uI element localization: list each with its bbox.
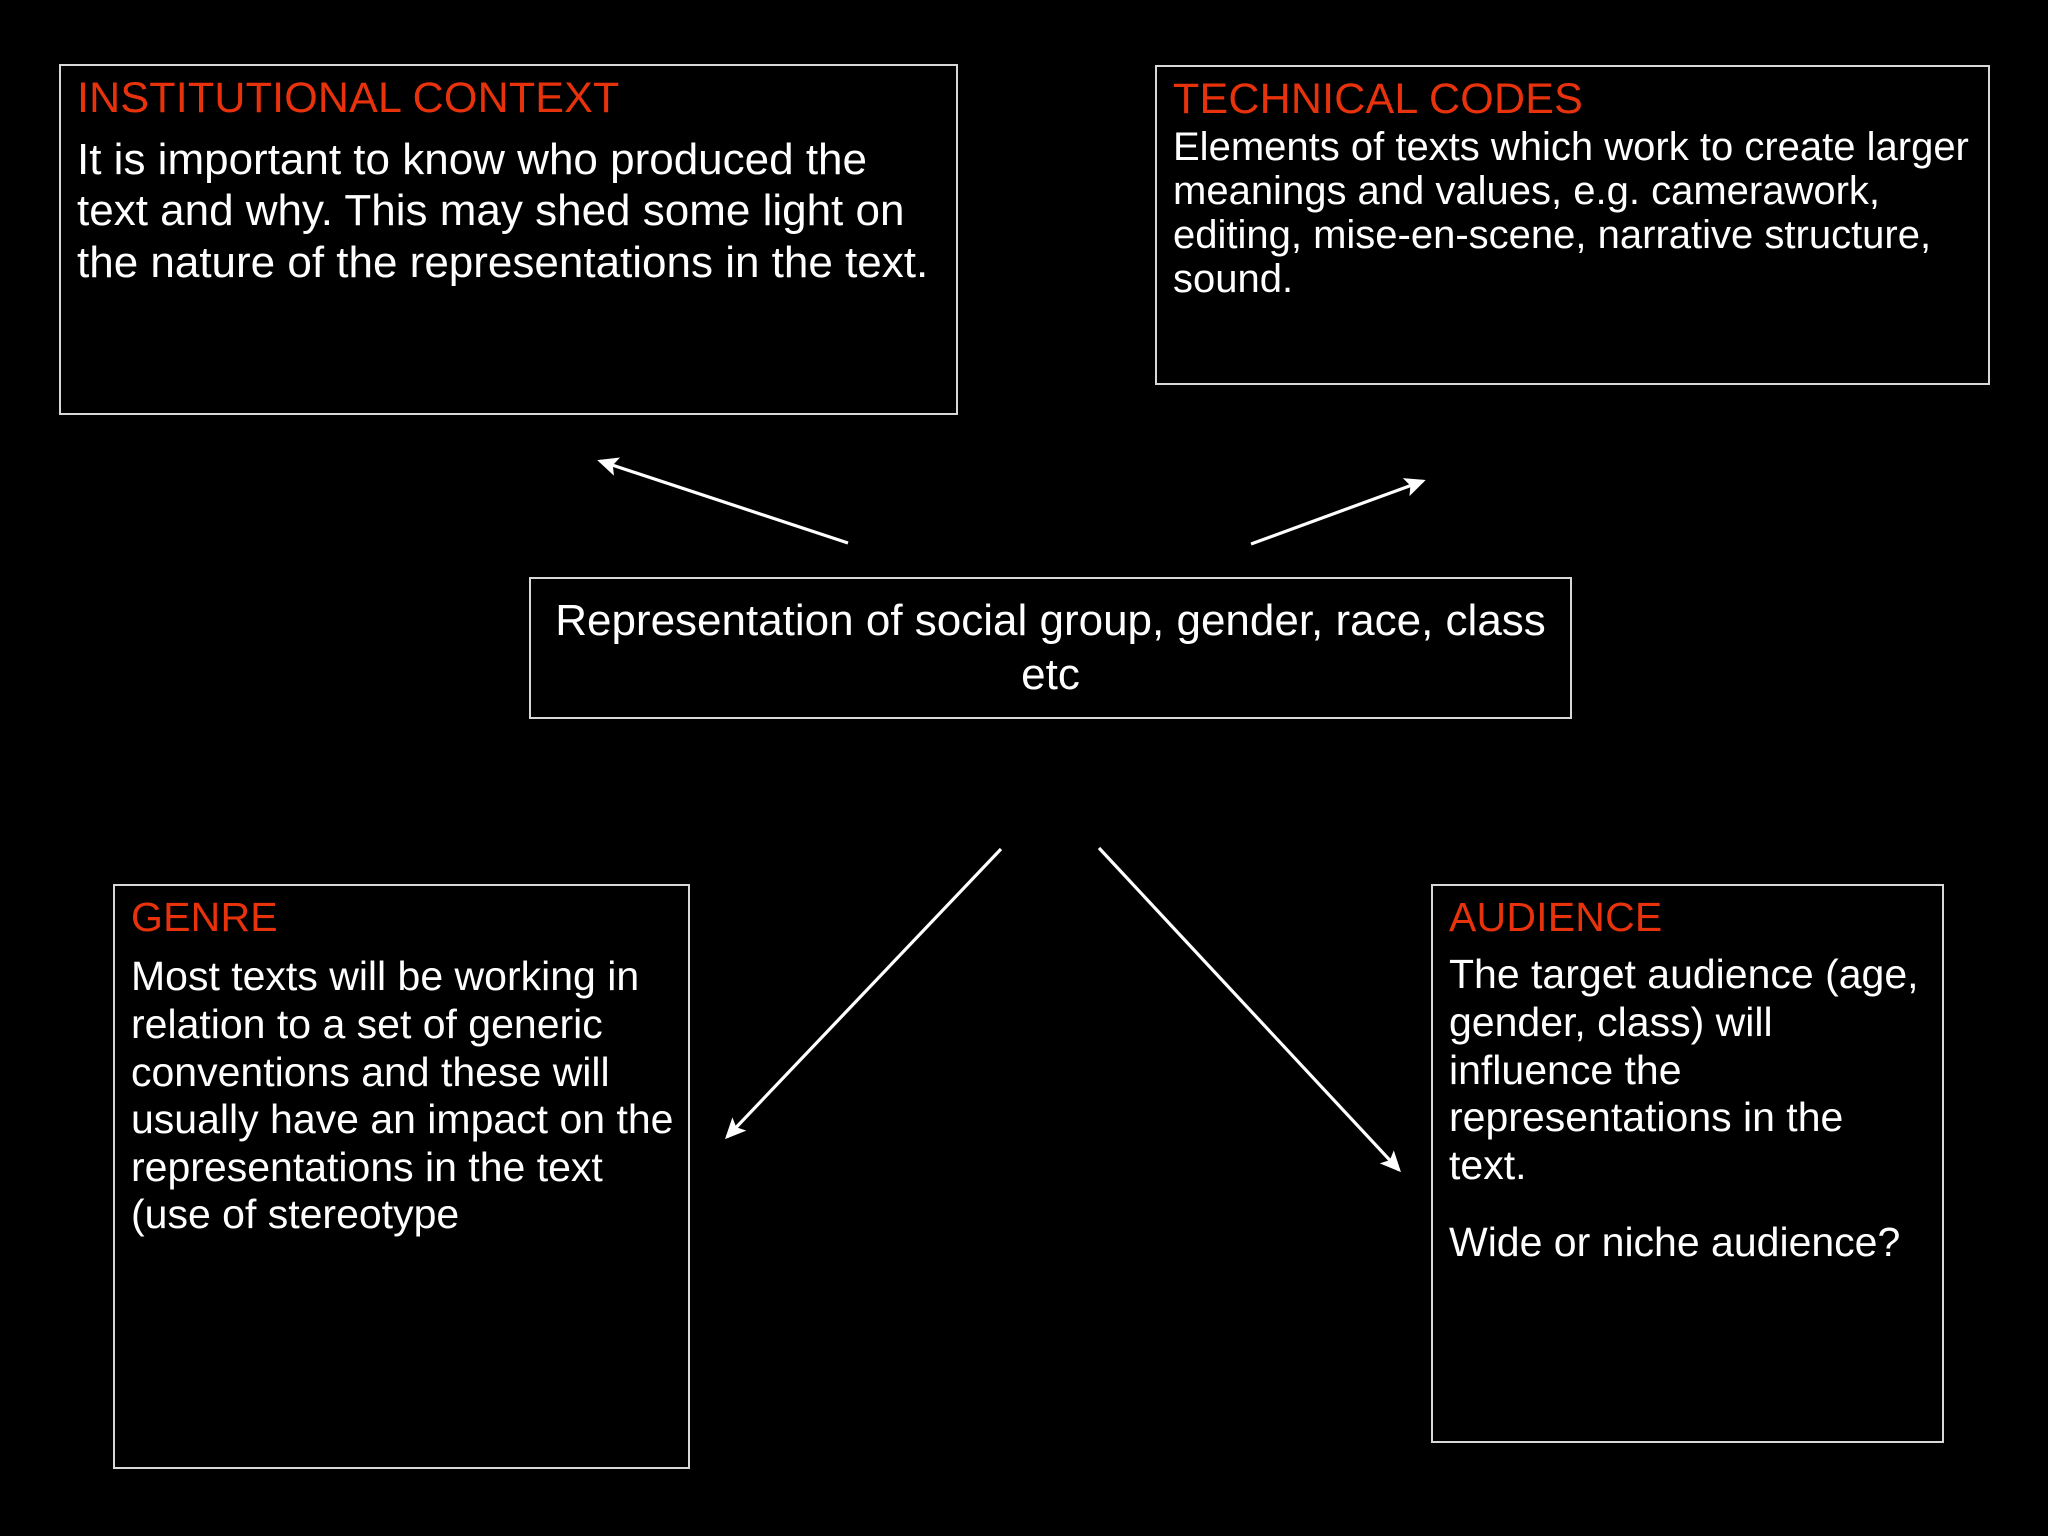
arrow-center-to-audience [1097,846,1401,1173]
node-genre-heading: GENRE [131,894,278,940]
node-genre: GENRE Most texts will be working in rela… [113,884,690,1469]
node-audience-body-secondary: Wide or niche audience? [1449,1219,1901,1266]
arrow-center-to-genre [725,847,1003,1140]
node-institutional-context: INSTITUTIONAL CONTEXT It is important to… [59,64,958,415]
node-audience-heading: AUDIENCE [1449,894,1663,940]
node-technical-codes: TECHNICAL CODES Elements of texts which … [1155,65,1990,385]
node-representation-center: Representation of social group, gender, … [529,577,1572,719]
node-genre-body: Most texts will be working in relation t… [131,953,674,1238]
arrow-center-to-institutional [597,457,849,545]
node-audience: AUDIENCE The target audience (age, gende… [1431,884,1944,1443]
node-institutional-context-heading: INSTITUTIONAL CONTEXT [77,74,620,122]
node-audience-body-primary: The target audience (age, gender, class)… [1449,951,1919,1188]
node-technical-codes-heading: TECHNICAL CODES [1173,75,1583,123]
node-representation-center-text: Representation of social group, gender, … [555,596,1546,699]
node-institutional-context-body: It is important to know who produced the… [77,134,929,287]
node-technical-codes-body: Elements of texts which work to create l… [1173,124,1969,301]
arrow-center-to-technical [1250,478,1426,546]
